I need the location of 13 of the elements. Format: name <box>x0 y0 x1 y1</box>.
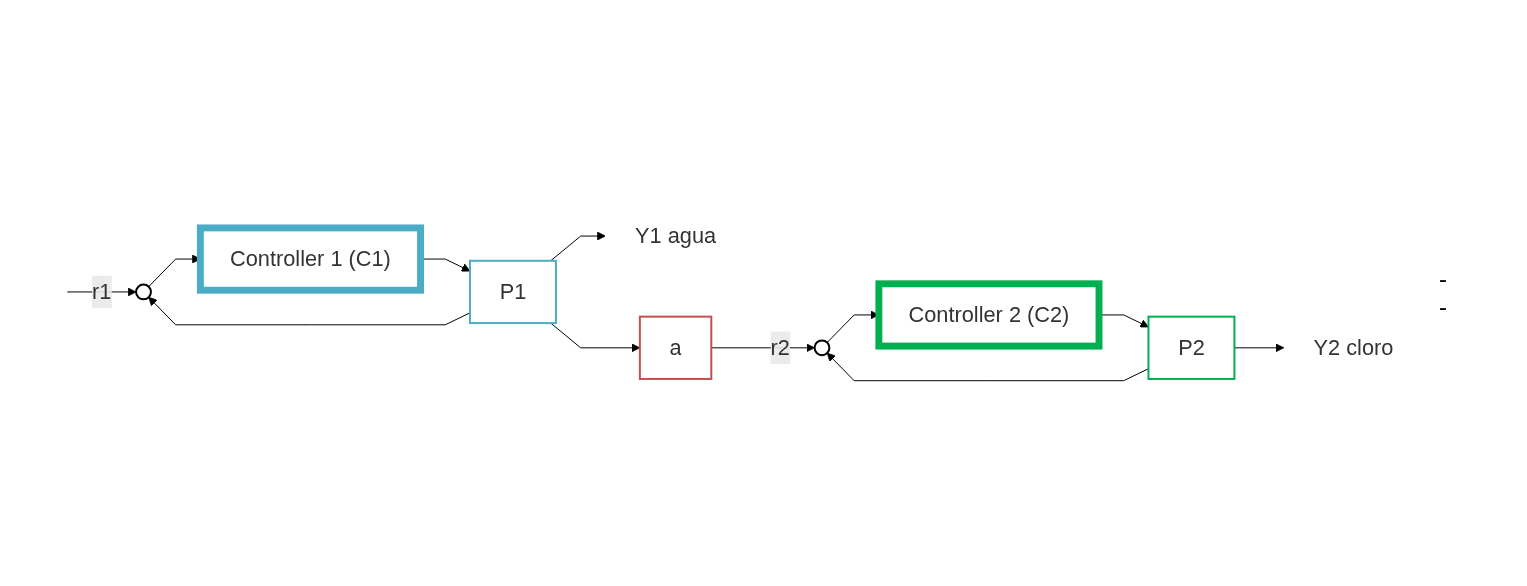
node-circle <box>135 283 152 301</box>
node-text: Y1 agua <box>635 223 717 249</box>
edge-label: r2 <box>770 335 790 361</box>
node-box: Controller 1 (C1) <box>196 224 424 294</box>
node-circle <box>813 339 831 357</box>
node-text: Y2 cloro <box>1313 335 1394 361</box>
edge-label: r1 <box>92 279 112 305</box>
node-box: P2 <box>1147 315 1236 381</box>
sign-label: - <box>1439 293 1448 321</box>
node-box: a <box>638 315 713 381</box>
sign-label: - <box>1439 265 1448 293</box>
node-box: Controller 2 (C2) <box>875 280 1103 350</box>
node-box: P1 <box>469 260 557 325</box>
